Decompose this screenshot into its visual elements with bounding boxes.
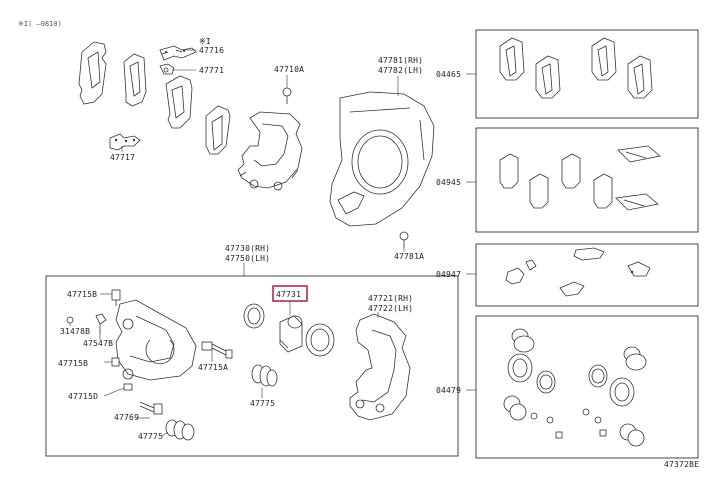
- kit-04479-seals-illustration: [503, 328, 647, 447]
- label-47722-lh: 47722(LH): [368, 304, 413, 313]
- label-47781a: 47781A: [394, 252, 424, 261]
- label-47717: 47717: [110, 153, 135, 162]
- kit-04947-clips-illustration: [505, 247, 651, 297]
- piston-illustration: [279, 315, 303, 353]
- anti-squeal-shim-illustration: [159, 45, 197, 61]
- label-31478b: 31478B: [60, 327, 90, 336]
- kit-04945-shims-illustration: [499, 145, 661, 211]
- plug-31478b-illustration: [66, 316, 74, 324]
- label-47730-rh: 47730(RH): [225, 244, 270, 253]
- disc-dust-cover-illustration: [329, 91, 435, 227]
- bleeder-plug-47715b-illustration: [111, 289, 121, 306]
- label-47750-lh: 47750(LH): [225, 254, 270, 263]
- header-note: ※I( —0810): [18, 20, 62, 28]
- boot-47775-bottom-illustration: [165, 419, 195, 441]
- pad-support-plate-illustration: [109, 133, 141, 151]
- kit-04465-pads-illustration: [499, 37, 653, 99]
- boot-47775-mid-illustration: [251, 364, 278, 387]
- label-47731: 47731: [276, 290, 301, 299]
- label-47781-rh: 47781(RH): [378, 56, 423, 65]
- label-47710a: 47710A: [274, 65, 304, 74]
- piston-boot-illustration: [305, 323, 335, 357]
- pad-clip-illustration: [159, 63, 175, 75]
- label-47782-lh: 47782(LH): [378, 66, 423, 75]
- label-47769: 47769: [114, 413, 139, 422]
- label-47771: 47771: [199, 66, 224, 75]
- bolt-47781a-illustration: [399, 231, 409, 248]
- label-kit-04947: 04947: [436, 270, 461, 279]
- label-47547b: 47547B: [83, 339, 113, 348]
- caliper-support-illustration: [349, 313, 411, 421]
- label-47775-bottom: 47775: [138, 432, 163, 441]
- label-47716-tag: ※I: [199, 37, 211, 46]
- piston-seal-illustration: [243, 303, 265, 329]
- label-47775-mid: 47775: [250, 399, 275, 408]
- label-47721-rh: 47721(RH): [368, 294, 413, 303]
- slide-pin-47715a-illustration: [201, 341, 233, 359]
- caliper-mounting-illustration: [237, 111, 303, 191]
- bolt-47769-illustration: [139, 401, 163, 415]
- label-kit-04465: 04465: [436, 70, 461, 79]
- label-kit-04479: 04479: [436, 386, 461, 395]
- kit-04479-frame: [475, 315, 699, 459]
- label-47716: 47716: [199, 46, 224, 55]
- bleeder-47547b-illustration: [95, 313, 107, 334]
- bolt-47710a-illustration: [282, 87, 292, 104]
- diagram-code: 47372BE: [664, 460, 699, 469]
- caliper-assembly-frame: [45, 275, 459, 457]
- brake-pad-set-illustration: [78, 41, 231, 155]
- kit-04945-frame: [475, 127, 699, 233]
- label-47715a: 47715A: [198, 363, 228, 372]
- bush-47715b-illustration: [111, 357, 120, 367]
- caliper-body-illustration: [115, 299, 197, 381]
- label-47715d: 47715D: [68, 392, 98, 401]
- label-47715b-top: 47715B: [67, 290, 97, 299]
- label-kit-04945: 04945: [436, 178, 461, 187]
- label-47715b-mid: 47715B: [58, 359, 88, 368]
- pin-47715d-illustration: [123, 383, 133, 391]
- kit-04947-frame: [475, 243, 699, 307]
